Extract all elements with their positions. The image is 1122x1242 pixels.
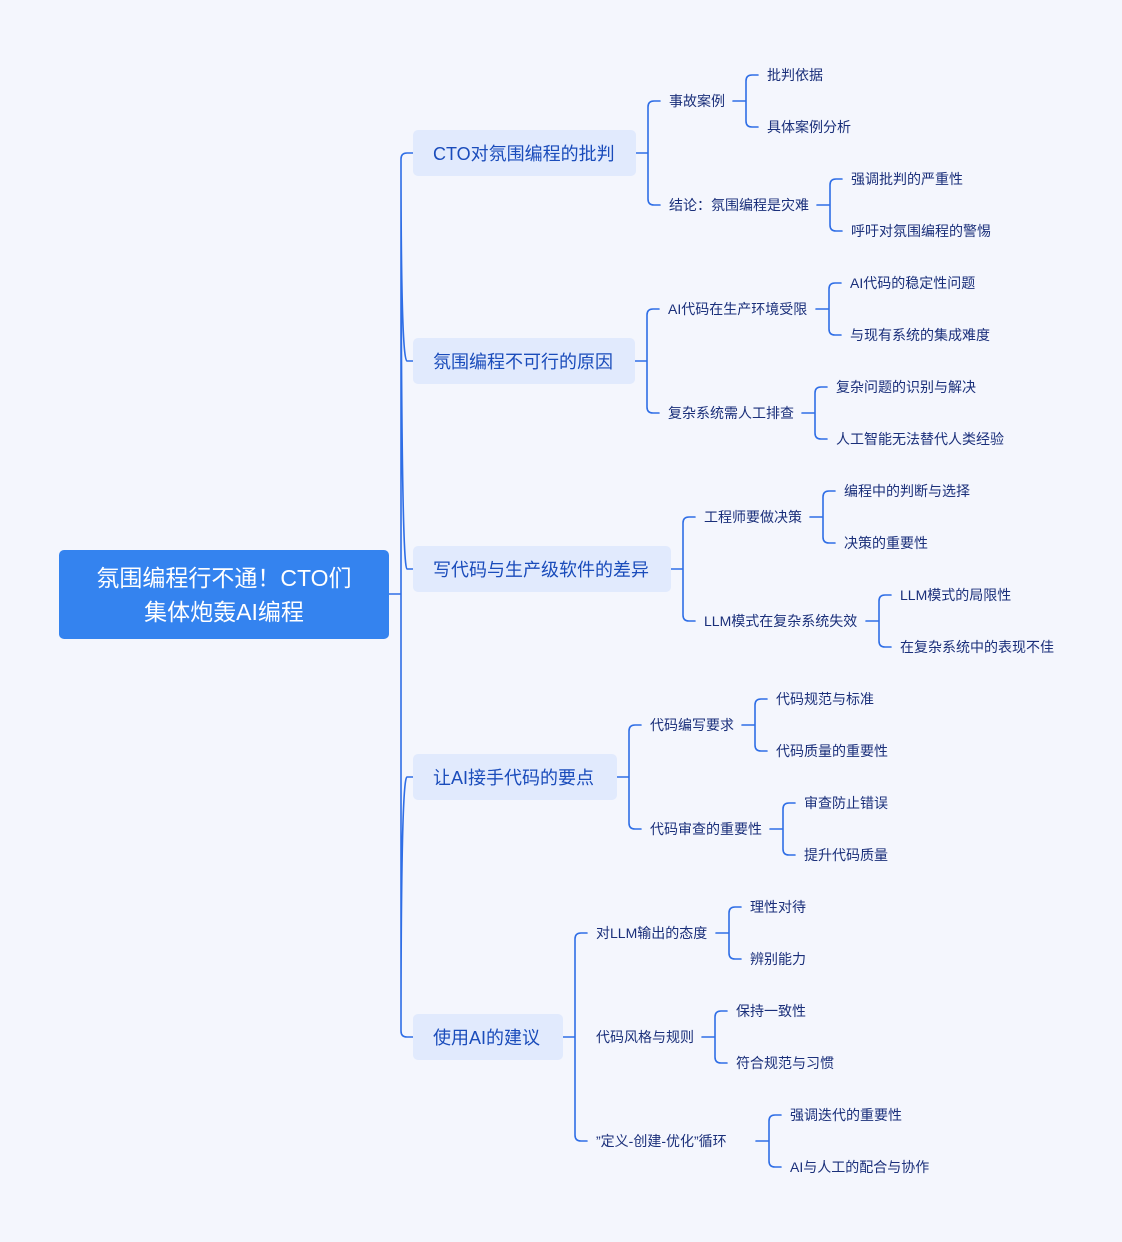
leaf-problem-solving[interactable]: 复杂问题的识别与解决 xyxy=(836,379,976,395)
branch-2-connector xyxy=(634,308,660,414)
leaf-collaboration[interactable]: AI与人工的配合与协作 xyxy=(790,1159,930,1175)
leaf-rational[interactable]: 理性对待 xyxy=(750,899,806,915)
sub-production-limits[interactable]: AI代码在生产环境受限 xyxy=(668,301,808,317)
root-connector xyxy=(388,152,414,1038)
sub-define-create-optimize[interactable]: ”定义-创建-优化”循环 xyxy=(596,1133,727,1149)
leaf-judgment[interactable]: 编程中的判断与选择 xyxy=(844,483,970,499)
branch-code-vs-production[interactable]: 写代码与生产级软件的差异 xyxy=(413,546,671,592)
leaf-conventions[interactable]: 符合规范与习惯 xyxy=(736,1055,834,1071)
sub-llm-attitude[interactable]: 对LLM输出的态度 xyxy=(596,925,708,941)
branch-1-connector xyxy=(635,100,661,206)
branch-cto-critique[interactable]: CTO对氛围编程的批判 xyxy=(413,130,636,176)
leaf-stability[interactable]: AI代码的稳定性问题 xyxy=(850,275,976,291)
sub-llm-failure[interactable]: LLM模式在复杂系统失效 xyxy=(704,613,858,629)
sub-code-style[interactable]: 代码风格与规则 xyxy=(596,1029,694,1045)
sub-5-2-connector xyxy=(701,1010,728,1064)
sub-conclusion-disaster[interactable]: 结论：氛围编程是灾难 xyxy=(669,197,809,213)
root-title-line-2: 集体炮轰AI编程 xyxy=(144,598,304,625)
sub-manual-debugging[interactable]: 复杂系统需人工排查 xyxy=(668,405,794,421)
sub-1-1-connector xyxy=(732,74,759,128)
leaf-discernment[interactable]: 辨别能力 xyxy=(750,951,806,967)
leaf-code-quality-importance[interactable]: 代码质量的重要性 xyxy=(776,743,888,759)
leaf-consistency[interactable]: 保持一致性 xyxy=(736,1003,806,1019)
branch-4-connector xyxy=(616,724,642,830)
leaf-prevent-errors[interactable]: 审查防止错误 xyxy=(804,795,888,811)
sub-2-2-connector xyxy=(801,386,828,440)
leaf-vigilance[interactable]: 呼吁对氛围编程的警惕 xyxy=(851,223,991,239)
leaf-case-analysis[interactable]: 具体案例分析 xyxy=(767,119,851,135)
leaf-integration[interactable]: 与现有系统的集成难度 xyxy=(850,327,990,343)
sub-2-1-connector xyxy=(815,282,842,336)
sub-coding-requirements[interactable]: 代码编写要求 xyxy=(650,717,734,733)
branch-5-connector xyxy=(562,932,588,1142)
branch-ai-usage-advice[interactable]: 使用AI的建议 xyxy=(413,1014,563,1060)
branch-infeasibility-reasons[interactable]: 氛围编程不可行的原因 xyxy=(413,338,635,384)
sub-5-3-connector xyxy=(755,1114,782,1168)
leaf-iteration[interactable]: 强调迭代的重要性 xyxy=(790,1107,902,1123)
leaf-poor-performance[interactable]: 在复杂系统中的表现不佳 xyxy=(900,639,1054,655)
leaf-critique-basis[interactable]: 批判依据 xyxy=(767,67,823,83)
sub-1-2-connector xyxy=(816,178,843,232)
leaf-human-experience[interactable]: 人工智能无法替代人类经验 xyxy=(836,431,1004,447)
sub-4-1-connector xyxy=(741,698,768,752)
sub-accident-cases[interactable]: 事故案例 xyxy=(669,93,725,109)
leaf-llm-limits[interactable]: LLM模式的局限性 xyxy=(900,587,1012,603)
branch-3-connector xyxy=(670,516,696,622)
leaf-severity[interactable]: 强调批判的严重性 xyxy=(851,171,963,187)
root-title-line-1: 氛围编程行不通！CTO们 xyxy=(96,564,352,591)
sub-4-2-connector xyxy=(769,802,796,856)
leaf-code-standards[interactable]: 代码规范与标准 xyxy=(776,691,874,707)
sub-3-2-connector xyxy=(865,594,892,648)
sub-code-review[interactable]: 代码审查的重要性 xyxy=(650,821,762,837)
root-node[interactable]: 氛围编程行不通！CTO们 集体炮轰AI编程 xyxy=(59,550,389,639)
sub-engineer-decisions[interactable]: 工程师要做决策 xyxy=(704,509,802,525)
sub-3-1-connector xyxy=(809,490,836,544)
sub-5-1-connector xyxy=(715,906,742,960)
leaf-improve-quality[interactable]: 提升代码质量 xyxy=(804,847,888,863)
leaf-decision-importance[interactable]: 决策的重要性 xyxy=(844,535,928,551)
branch-ai-takeover-points[interactable]: 让AI接手代码的要点 xyxy=(413,754,617,800)
